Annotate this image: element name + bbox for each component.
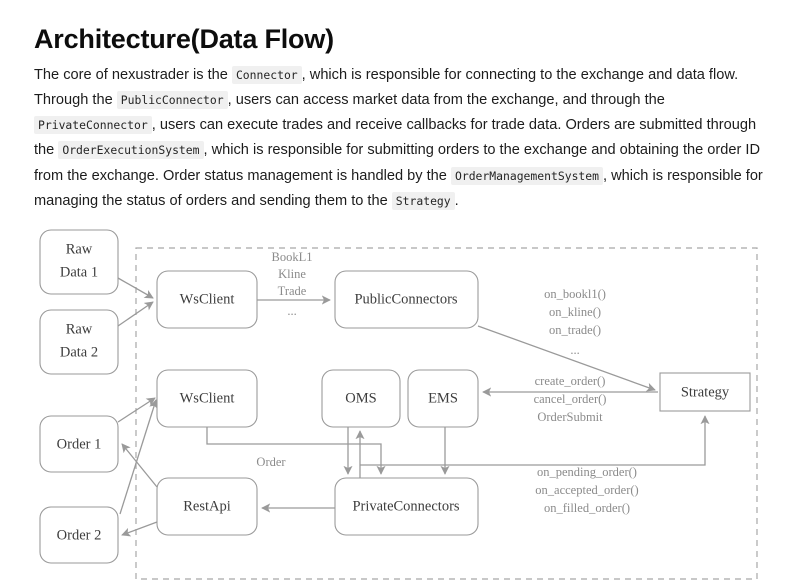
node-ems-label: EMS (428, 390, 458, 406)
node-strategy-label: Strategy (681, 384, 730, 400)
inline-code-ordermanagementsystem: OrderManagementSystem (450, 166, 603, 185)
svg-text:...: ... (287, 304, 296, 318)
edge-order-2-to-ws-client-private (119, 399, 158, 515)
edge-label-layer: BookL1 Kline Trade ... on_bookl1() on_kl… (256, 250, 638, 515)
edge-raw-data-2-to-ws-client (117, 301, 154, 327)
edge-label-order-status-to-strategy: on_pending_order() on_accepted_order() o… (535, 465, 638, 515)
intro-paragraph: The core of nexustrader is the Connector… (34, 65, 763, 211)
inline-code-privateconnector: PrivateConnector (34, 116, 152, 135)
edge-rest-api-to-order-2 (121, 521, 158, 537)
node-layer: Raw Data 1 Raw Data 2 Order 1 Ord (39, 229, 751, 564)
edge-layer (117, 277, 710, 537)
edge-order-status-to-strategy (360, 415, 710, 466)
inline-code-connector: Connector (231, 65, 302, 84)
node-private-connectors[interactable]: PrivateConnectors (334, 477, 479, 536)
edge-ws-client-private-to-private-connectors (206, 427, 386, 475)
node-rest-api[interactable]: RestApi (156, 477, 258, 536)
node-raw-data-1[interactable]: Raw Data 1 (39, 229, 119, 295)
node-order-1-label: Order 1 (57, 436, 102, 452)
node-order-2[interactable]: Order 2 (39, 506, 119, 564)
svg-text:on_trade(): on_trade() (549, 323, 601, 337)
edge-label-ws-to-public: BookL1 Kline Trade ... (272, 250, 313, 318)
node-raw-data-2[interactable]: Raw Data 2 (39, 309, 119, 375)
inline-code-orderexecutionsystem: OrderExecutionSystem (58, 141, 204, 160)
svg-text:on_kline(): on_kline() (549, 305, 601, 319)
node-raw-data-1-label-line2: Data 1 (60, 264, 98, 280)
svg-text:on_accepted_order(): on_accepted_order() (535, 483, 638, 497)
edge-order-1-to-ws-client-private (117, 397, 156, 423)
node-raw-data-2-label-line2: Data 2 (60, 344, 98, 360)
svg-text:create_order(): create_order() (535, 374, 606, 388)
svg-text:OrderSubmit: OrderSubmit (537, 410, 603, 424)
edge-rest-api-to-order-1 (121, 443, 158, 488)
svg-text:BookL1: BookL1 (272, 250, 313, 264)
svg-text:cancel_order(): cancel_order() (534, 392, 607, 406)
inline-code-strategy: Strategy (391, 192, 455, 211)
node-raw-data-1-label-line1: Raw (66, 241, 93, 257)
node-ws-client-private[interactable]: WsClient (156, 369, 258, 428)
node-oms-label: OMS (345, 390, 376, 406)
node-order-2-label: Order 2 (57, 527, 102, 543)
edge-label-order: Order (256, 455, 286, 469)
svg-text:...: ... (570, 343, 579, 357)
node-public-connectors-label: PublicConnectors (354, 291, 457, 307)
page-title: Architecture(Data Flow) (34, 24, 334, 55)
edge-public-connectors-to-strategy (477, 325, 656, 392)
node-ws-client-private-label: WsClient (180, 390, 235, 406)
svg-text:Kline: Kline (278, 267, 306, 281)
architecture-diagram: Raw Data 1 Raw Data 2 Order 1 Ord (0, 222, 800, 582)
svg-text:on_pending_order(): on_pending_order() (537, 465, 637, 479)
node-oms[interactable]: OMS (321, 369, 401, 428)
edge-raw-data-1-to-ws-client (117, 277, 154, 299)
svg-text:Order: Order (256, 455, 286, 469)
node-private-connectors-label: PrivateConnectors (352, 498, 459, 514)
node-public-connectors[interactable]: PublicConnectors (334, 270, 479, 329)
edge-label-strategy-to-ems: create_order() cancel_order() OrderSubmi… (534, 374, 607, 424)
node-raw-data-2-label-line1: Raw (66, 321, 93, 337)
node-ws-client-public[interactable]: WsClient (156, 270, 258, 329)
edge-label-public-to-strategy: on_bookl1() on_kline() on_trade() ... (544, 287, 606, 357)
system-boundary (135, 247, 758, 580)
node-strategy[interactable]: Strategy (659, 372, 751, 412)
svg-text:on_bookl1(): on_bookl1() (544, 287, 606, 301)
svg-text:Trade: Trade (278, 284, 307, 298)
node-rest-api-label: RestApi (183, 498, 231, 514)
node-ws-client-public-label: WsClient (180, 291, 235, 307)
node-ems[interactable]: EMS (407, 369, 479, 428)
inline-code-publicconnector: PublicConnector (116, 90, 228, 109)
node-order-1[interactable]: Order 1 (39, 415, 119, 473)
svg-text:on_filled_order(): on_filled_order() (544, 501, 630, 515)
